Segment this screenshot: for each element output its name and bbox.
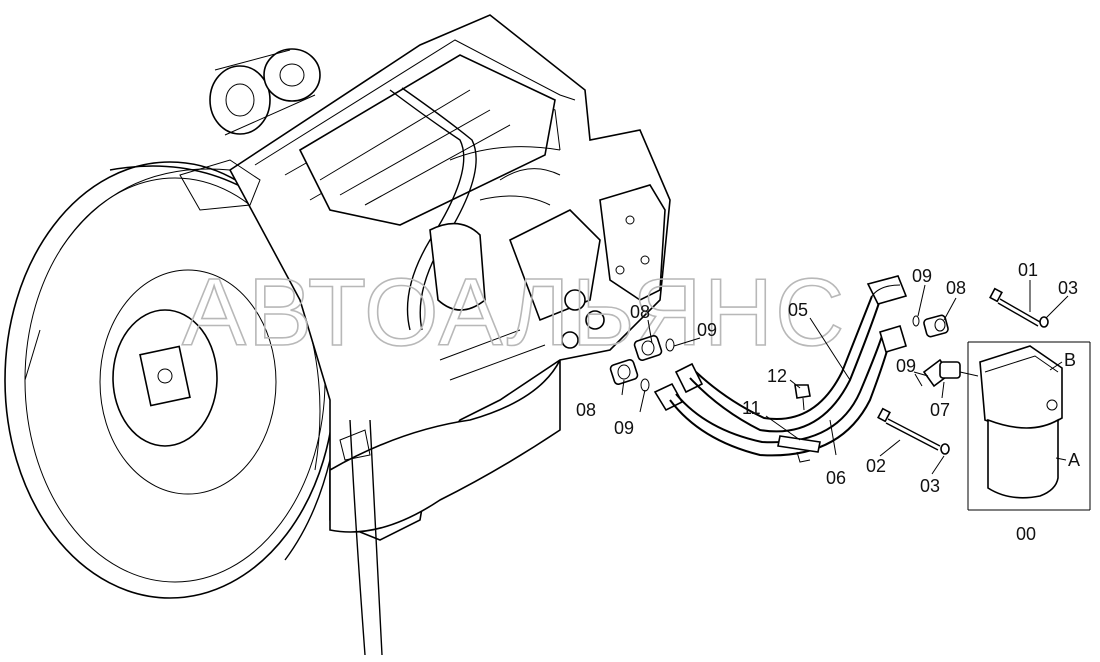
label-08-upper: 08: [630, 302, 650, 322]
fitting-08-upper: [633, 335, 663, 361]
fitting-08-right: [923, 314, 949, 338]
watermark-text: АВТОАЛЬЯНС: [182, 259, 846, 366]
fitting-07: [922, 358, 961, 388]
hose-assembly: [653, 275, 908, 457]
bolt-01: [989, 287, 1049, 328]
o-ring-09-right-lower: [914, 373, 923, 387]
label-09-upper: 09: [697, 320, 717, 340]
oil-cooler-assembly: [959, 341, 1091, 511]
o-ring-09-upper: [665, 338, 675, 352]
flywheel-housing: [4, 161, 342, 599]
label-08-lower: 08: [576, 400, 596, 420]
label-06: 06: [826, 468, 846, 488]
label-02: 02: [866, 456, 886, 476]
filter-head-b: [979, 345, 1063, 437]
assembly-box: [967, 341, 1091, 511]
label-03-lower: 03: [920, 476, 940, 496]
engine-block: [179, 14, 671, 656]
leader-lines: [621, 280, 1069, 475]
label-09-right-upper: 09: [912, 266, 932, 286]
fitting-08-lower: [609, 359, 639, 385]
label-07: 07: [930, 400, 950, 420]
label-12: 12: [767, 366, 787, 386]
filter-canister-a: [987, 418, 1059, 499]
part-labels: 08 09 08 09 05 06 11 12 09 08 09 07 01 0…: [576, 260, 1080, 544]
label-09-right-lower: 09: [896, 356, 916, 376]
bolt-12: [794, 384, 811, 411]
clamp-11: [777, 435, 821, 463]
o-ring-09-lower: [640, 378, 650, 392]
bolt-02: [877, 407, 950, 455]
label-a: A: [1068, 450, 1080, 470]
label-00: 00: [1016, 524, 1036, 544]
label-09-lower: 09: [614, 418, 634, 438]
label-03-upper: 03: [1058, 278, 1078, 298]
label-01: 01: [1018, 260, 1038, 280]
label-11: 11: [742, 398, 761, 418]
o-ring-09-right-upper: [912, 315, 920, 327]
label-08-right: 08: [946, 278, 966, 298]
label-b: B: [1064, 350, 1076, 370]
label-05: 05: [788, 300, 808, 320]
